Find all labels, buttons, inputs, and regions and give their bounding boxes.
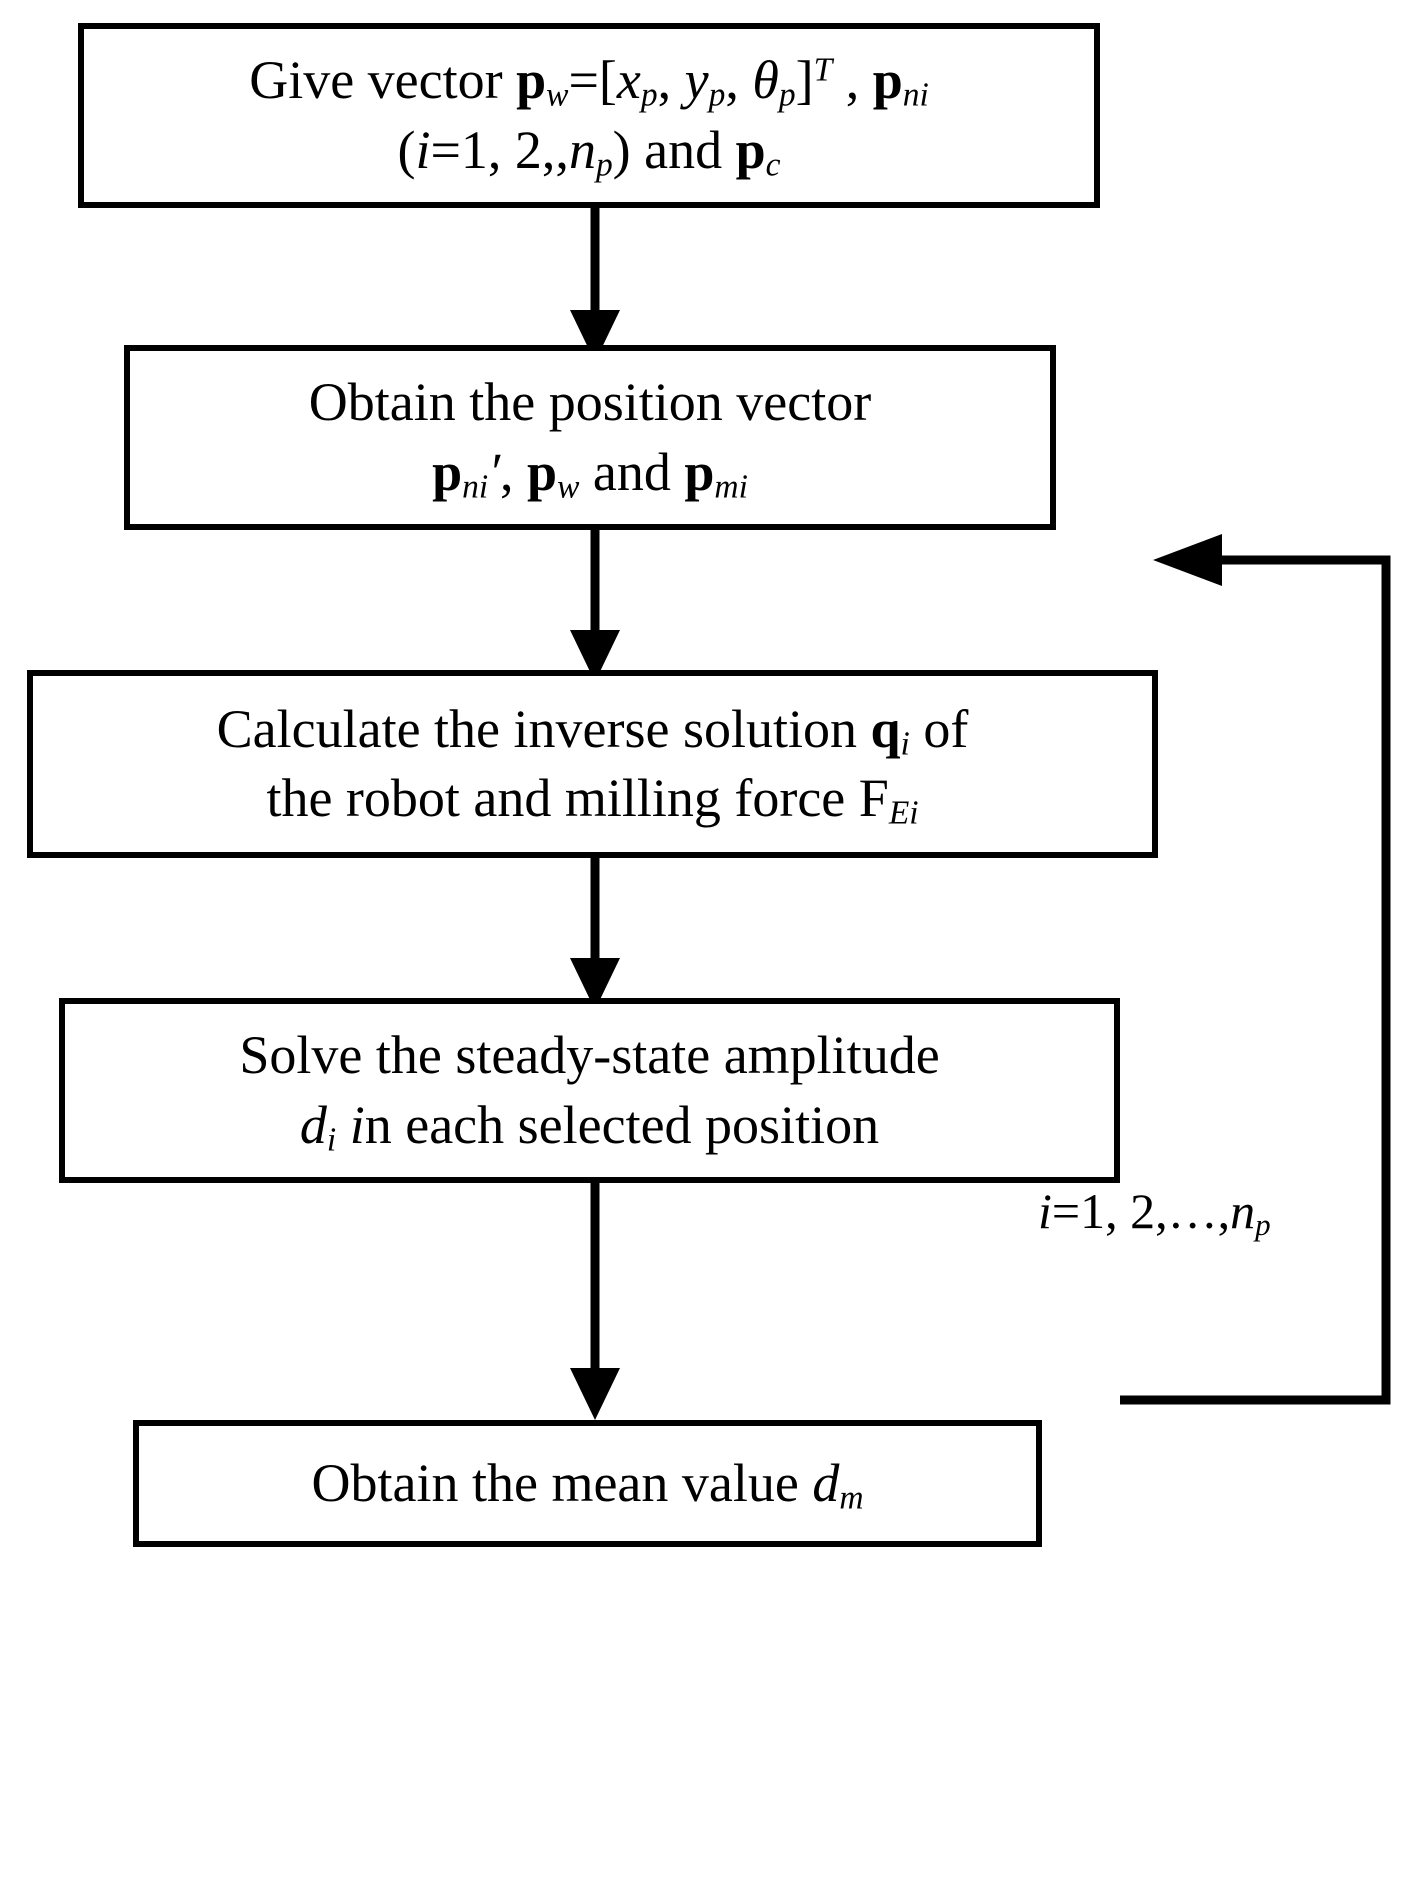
calculate-inverse-solution-box: Calculate the inverse solution qi of the… [27,670,1158,858]
solve-amplitude-line-2: di in each selected position [299,1094,880,1158]
obtain-mean-line-1: Obtain the mean value dm [311,1452,864,1517]
edge-give-to-obtain [570,208,620,362]
solve-steady-state-amplitude-box: Solve the steady-state amplitude di in e… [59,998,1120,1183]
obtain-mean-value-box: Obtain the mean value dm [133,1420,1042,1547]
edge-obtain-to-calculate [570,530,620,682]
obtain-position-vector-box: Obtain the position vector pni′, pw and … [124,345,1056,530]
edge-calculate-to-solve [570,858,620,1010]
give-vector-line-2: (i=1, 2,,np) and pc [397,119,781,183]
give-vector-box: Give vector pw=[xp, yp, θp]T , pni (i=1,… [78,23,1100,208]
calculate-inverse-line-1: Calculate the inverse solution qi of [216,698,969,763]
obtain-position-line-1: Obtain the position vector [308,372,872,433]
solve-amplitude-line-1: Solve the steady-state amplitude [239,1025,940,1086]
loop-index-label: i=1, 2,…,np [1038,1183,1271,1242]
give-vector-line-1: Give vector pw=[xp, yp, θp]T , pni [249,50,929,114]
edge-solve-to-mean [570,1183,620,1420]
edge-feedback-loop [1120,534,1391,1405]
calculate-inverse-line-2: the robot and milling force FEi [266,768,919,832]
obtain-position-line-2: pni′, pw and pmi [432,441,748,505]
